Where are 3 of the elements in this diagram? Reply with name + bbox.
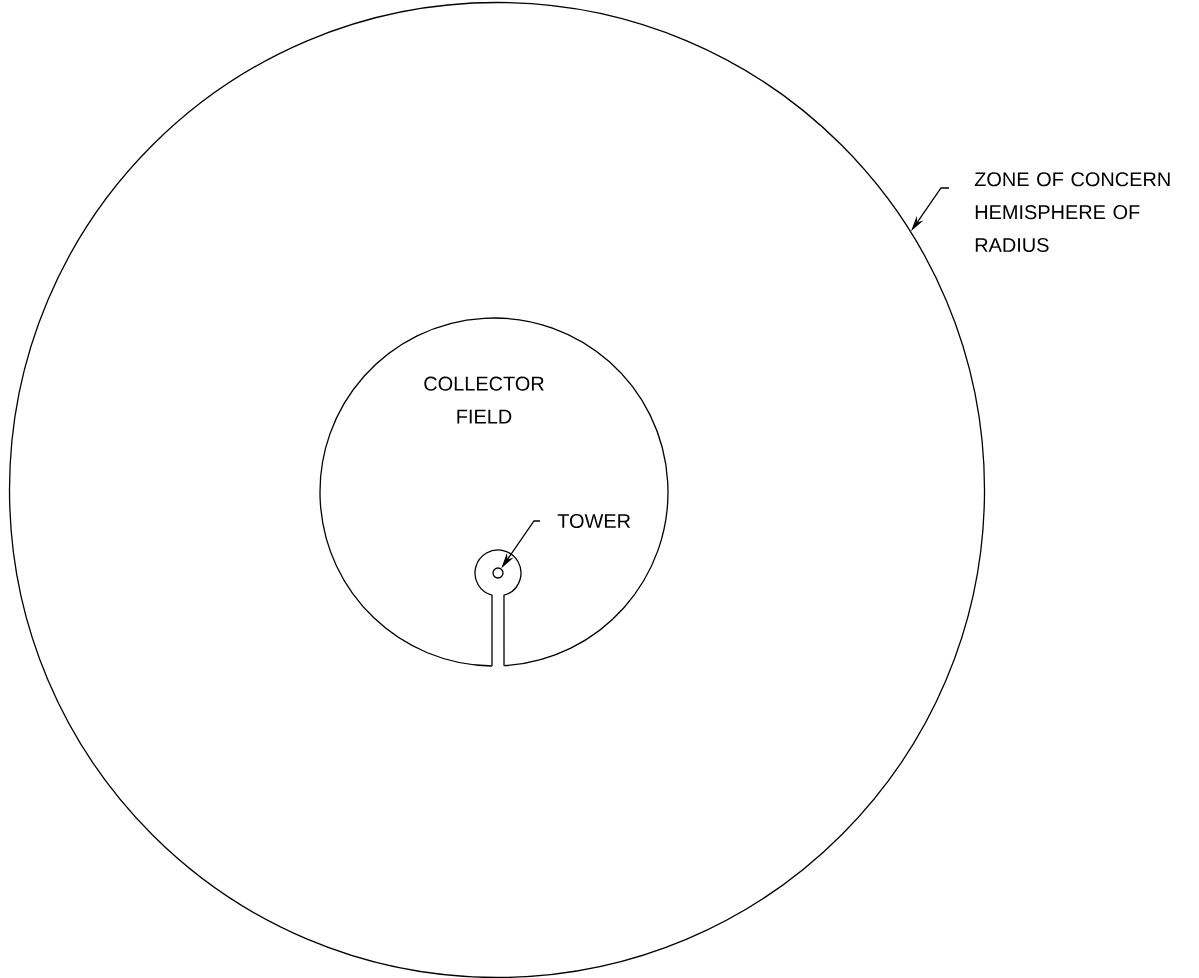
tower-label: TOWER bbox=[557, 513, 631, 529]
zone-label: ZONE OF CONCERN HEMISPHERE OF RADIUS bbox=[974, 172, 1170, 253]
tower-drawing bbox=[474, 549, 522, 667]
